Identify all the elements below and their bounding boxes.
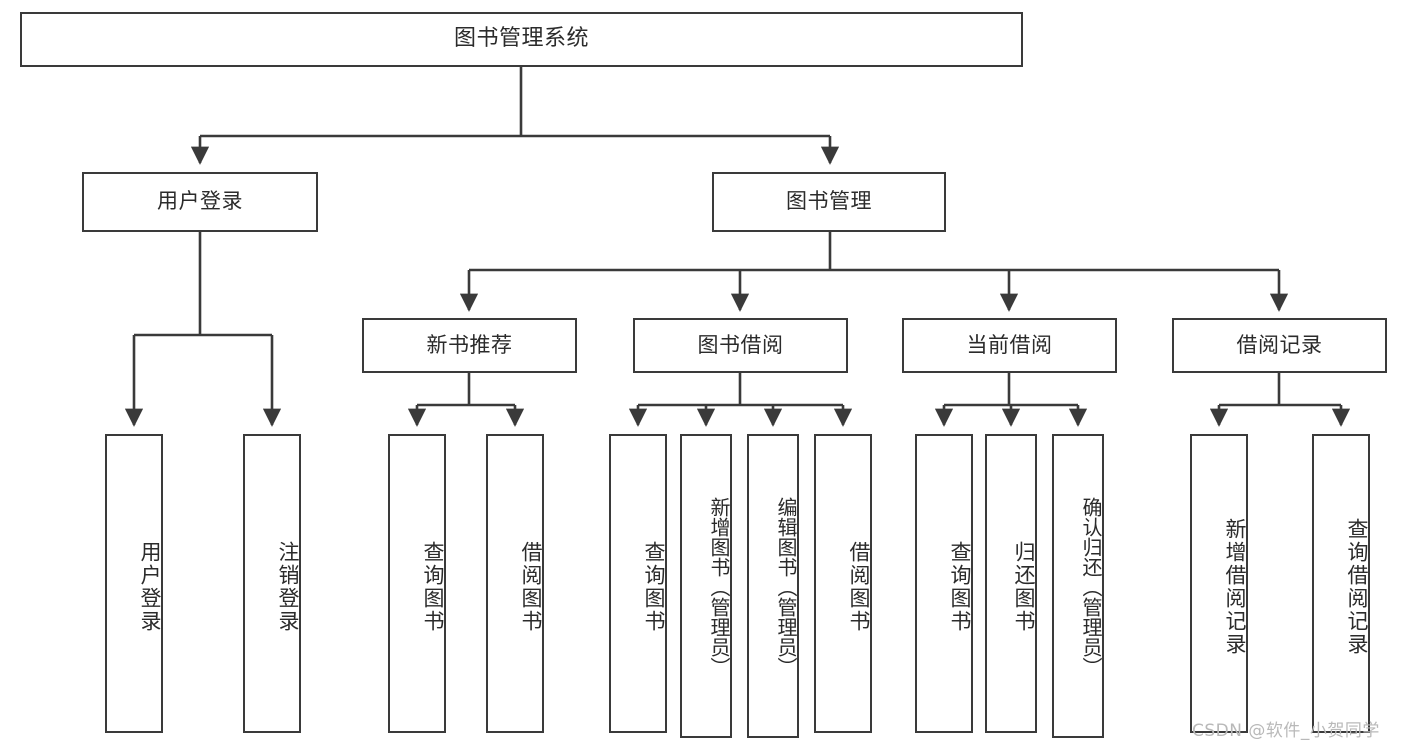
leaf-add-borrow-record[interactable]: 新增借阅记录	[1190, 434, 1248, 733]
leaf-logout[interactable]: 注销登录	[243, 434, 301, 733]
leaf-query-book-recommend[interactable]: 查询图书	[388, 434, 446, 733]
node-book-management[interactable]: 图书管理	[712, 172, 946, 232]
node-borrow-records[interactable]: 借阅记录	[1172, 318, 1387, 373]
node-user-login[interactable]: 用户登录	[82, 172, 318, 232]
leaf-borrow-book[interactable]: 借阅图书	[814, 434, 872, 733]
leaf-edit-book-admin[interactable]: 编辑图书（管理员）	[747, 434, 799, 738]
leaf-confirm-return-admin[interactable]: 确认归还（管理员）	[1052, 434, 1104, 738]
leaf-return-book[interactable]: 归还图书	[985, 434, 1037, 733]
leaf-query-borrow-record[interactable]: 查询借阅记录	[1312, 434, 1370, 733]
node-book-borrow[interactable]: 图书借阅	[633, 318, 848, 373]
leaf-query-book-borrow[interactable]: 查询图书	[609, 434, 667, 733]
leaf-query-book-current[interactable]: 查询图书	[915, 434, 973, 733]
leaf-borrow-book-recommend[interactable]: 借阅图书	[486, 434, 544, 733]
watermark-credit: CSDN @软件_小贺同学	[1192, 721, 1380, 741]
node-root-system[interactable]: 图书管理系统	[20, 12, 1023, 67]
leaf-user-login[interactable]: 用户登录	[105, 434, 163, 733]
node-new-book-recommend[interactable]: 新书推荐	[362, 318, 577, 373]
node-current-borrow[interactable]: 当前借阅	[902, 318, 1117, 373]
leaf-add-book-admin[interactable]: 新增图书（管理员）	[680, 434, 732, 738]
